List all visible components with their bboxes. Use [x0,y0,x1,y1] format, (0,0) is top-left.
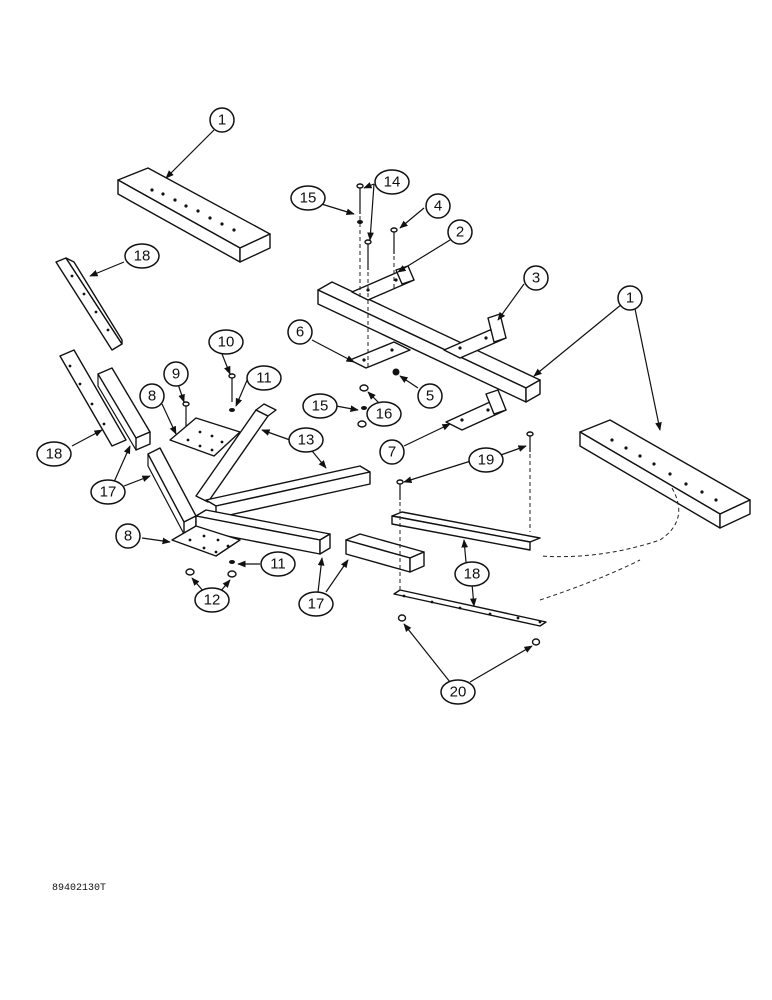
svg-text:15: 15 [300,190,317,207]
angle-bar-18-upper [55,257,123,351]
washer-11 [229,408,235,564]
flat-bar-18-lower [393,589,547,627]
svg-text:19: 19 [478,452,495,469]
callout-8-lower: 8 [115,523,141,549]
svg-text:1: 1 [218,112,226,129]
callout-6: 6 [287,319,313,345]
plate-7 [445,389,507,431]
callout-4: 4 [425,193,451,219]
callout-20: 20 [440,679,476,705]
svg-text:16: 16 [376,406,393,423]
callout-5: 5 [417,383,443,409]
svg-text:9: 9 [172,366,180,383]
plate-2 [351,265,415,301]
svg-text:13: 13 [298,432,315,449]
bolt-19 [396,431,534,590]
frame-tube-1-right [579,419,751,529]
svg-text:2: 2 [456,224,464,241]
callout-15-lower: 15 [302,393,338,419]
channel-17-lower [345,533,425,573]
nut-16 [357,384,369,428]
tube-lower-arm [195,509,331,555]
angle-bar-18-left [59,349,127,447]
figure-code: 89402130T [52,883,106,894]
callout-17-left: 17 [90,479,126,505]
bolt-4 [390,227,398,290]
plate-6 [349,341,411,369]
bolt-9 [182,401,190,426]
svg-text:5: 5 [426,388,434,405]
tube-13-long [205,465,371,519]
svg-text:18: 18 [134,248,151,265]
svg-text:17: 17 [308,596,325,613]
callout-18-upper: 18 [124,243,160,269]
callout-15-upper: 15 [290,185,326,211]
callout-18-lower: 18 [454,561,490,587]
svg-text:20: 20 [450,684,467,701]
svg-text:12: 12 [204,592,221,609]
callout-18-left: 18 [36,441,72,467]
svg-text:15: 15 [312,398,329,415]
plate-8-lower [171,525,241,557]
washer-15b [361,406,367,410]
nut-20 [397,614,541,646]
svg-text:14: 14 [384,174,401,191]
svg-text:8: 8 [148,388,156,405]
svg-text:6: 6 [296,324,304,341]
callout-16: 16 [366,401,402,427]
callout-11-lower: 11 [260,551,296,577]
callout-14: 14 [374,169,410,195]
svg-text:17: 17 [100,484,117,501]
washer-15 [357,220,363,224]
nut-5 [392,368,400,376]
svg-text:8: 8 [124,528,132,545]
bolt-14 [356,183,364,300]
callout-13: 13 [288,427,324,453]
svg-text:10: 10 [218,334,235,351]
callout-19: 19 [468,447,504,473]
angle-bar-18-long [391,511,541,551]
callout-12: 12 [194,587,230,613]
callout-2: 2 [447,219,473,245]
cross-member-center [317,281,541,403]
svg-text:4: 4 [434,198,442,215]
frame-tube-1-upper [117,167,271,263]
svg-text:18: 18 [46,446,63,463]
callout-8-upper: 8 [139,383,165,409]
svg-text:11: 11 [256,370,272,387]
callout-17-lower: 17 [298,591,334,617]
callout-1-right: 1 [617,285,643,311]
svg-text:1: 1 [626,290,634,307]
nut-12 [185,568,237,578]
svg-text:11: 11 [270,556,286,573]
channel-17-left [97,367,151,451]
svg-text:7: 7 [388,444,396,461]
plate-3 [443,313,507,359]
callout-11-upper: 11 [246,365,282,391]
tube-13-diagonal [195,403,277,503]
svg-text:3: 3 [532,270,540,287]
callout-3: 3 [523,265,549,291]
callout-9: 9 [163,361,189,387]
bolt-10 [228,373,236,402]
callout-7: 7 [379,439,405,465]
tube-17-angled [147,447,197,535]
svg-text:18: 18 [464,566,481,583]
callout-10: 10 [208,329,244,355]
callout-1-upper: 1 [209,107,235,133]
leader-lines [71,129,662,683]
